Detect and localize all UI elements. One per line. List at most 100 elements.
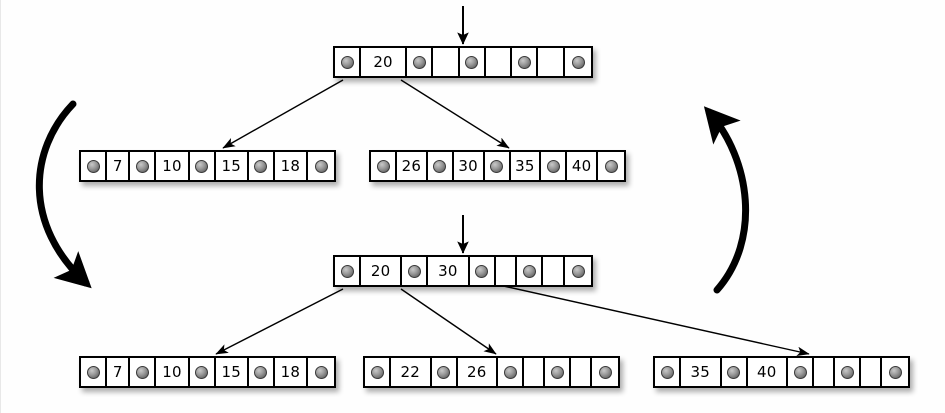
pointer-bullet-icon [254, 159, 268, 173]
pointer-bullet-icon [660, 365, 674, 379]
node-pointer-cell [655, 358, 681, 386]
node-key-cell: 30 [453, 152, 485, 180]
pointer-bullet-icon [314, 159, 328, 173]
pointer-bullet-icon [86, 365, 100, 379]
node-key-cell [485, 48, 513, 76]
node-pointer-cell [431, 358, 458, 386]
pointer-bullet-icon [254, 365, 268, 379]
node-pointer-cell [335, 257, 361, 285]
node-key-label: 15 [221, 362, 241, 381]
node-key-label: 30 [438, 261, 458, 280]
node-pointer-cell [545, 358, 571, 386]
node-key-cell: 26 [457, 358, 498, 386]
pointer-bullet-icon [407, 264, 421, 278]
pointer-bullet-icon [195, 365, 209, 379]
pointer-bullet-icon [517, 55, 531, 69]
node-key-cell: 40 [747, 358, 788, 386]
pointer-bullet-icon [376, 159, 390, 173]
pointer-bullet-icon [412, 55, 426, 69]
node-key-cell [524, 358, 545, 386]
node-key-label: 10 [162, 362, 182, 381]
pointer-bullet-icon [370, 365, 384, 379]
node-pointer-cell [498, 358, 524, 386]
node-pointer-cell [512, 48, 539, 76]
node-key-cell: 18 [274, 152, 308, 180]
node-key-cell [495, 257, 518, 285]
pointer-bullet-icon [598, 365, 612, 379]
pointer-bullet-icon [314, 365, 328, 379]
node-key-cell: 30 [428, 257, 470, 285]
node-key-cell: 15 [215, 358, 249, 386]
pointer-bullet-icon [490, 159, 503, 173]
node-key-cell [861, 358, 882, 386]
node-key-label: 18 [280, 362, 301, 381]
node-key-label: 18 [280, 156, 301, 175]
flow-arrow-left-down [35, 100, 92, 289]
node-key-label: 30 [458, 156, 478, 175]
node-pointer-cell [565, 257, 591, 285]
node-pointer-cell [459, 48, 486, 76]
link-after-root-to-left-leaf [215, 288, 344, 355]
pointer-bullet-icon [793, 365, 807, 379]
node-pointer-cell [371, 152, 397, 180]
pointer-bullet-icon [727, 365, 740, 379]
node-pointer-cell [308, 358, 334, 386]
node-key-label: 40 [571, 156, 592, 175]
node-pointer-cell [541, 152, 568, 180]
node-key-label: 35 [515, 156, 535, 175]
node-pointer-cell [882, 358, 908, 386]
leaf-before-right: 26 30 35 40 [369, 150, 626, 182]
node-key-cell [538, 48, 565, 76]
node-key-cell: 35 [510, 152, 542, 180]
node-pointer-cell [248, 152, 275, 180]
node-pointer-cell [308, 152, 334, 180]
pointer-bullet-icon [888, 365, 902, 379]
pointer-bullet-icon [135, 159, 149, 173]
pointer-bullet-icon [571, 55, 585, 69]
leaf-before-left: 7 10 15 18 [79, 150, 336, 182]
node-key-cell: 10 [156, 358, 190, 386]
node-key-label: 22 [400, 362, 420, 381]
node-pointer-cell [517, 257, 544, 285]
leaf-after-middle: 22 26 [363, 356, 620, 388]
node-pointer-cell [835, 358, 861, 386]
node-pointer-cell [189, 358, 216, 386]
node-pointer-cell [365, 358, 391, 386]
node-pointer-cell [402, 257, 429, 285]
node-key-label: 20 [373, 52, 393, 71]
node-key-label: 20 [370, 261, 391, 280]
pointer-bullet-icon [135, 365, 149, 379]
pointer-bullet-icon [340, 264, 354, 278]
pointer-bullet-icon [571, 264, 585, 278]
node-key-label: 26 [401, 156, 422, 175]
node-key-cell: 15 [215, 152, 249, 180]
leaf-after-right: 35 40 [653, 356, 910, 388]
node-pointer-cell [788, 358, 814, 386]
pointer-bullet-icon [546, 159, 560, 173]
node-key-cell: 10 [156, 152, 190, 180]
pointer-bullet-icon [550, 365, 564, 379]
node-key-cell: 18 [274, 358, 308, 386]
pointer-bullet-icon [340, 55, 354, 69]
node-pointer-cell [598, 152, 624, 180]
node-key-cell: 7 [107, 358, 131, 386]
node-key-label: 35 [690, 362, 710, 381]
pointer-bullet-icon [475, 264, 488, 278]
node-pointer-cell [248, 358, 275, 386]
link-after-root-to-middle-leaf [400, 288, 497, 355]
link-after-root-to-right-leaf [462, 276, 810, 357]
node-key-cell [571, 358, 592, 386]
node-key-cell: 26 [397, 152, 428, 180]
node-pointer-cell [130, 358, 157, 386]
node-key-cell: 7 [107, 152, 131, 180]
node-key-label: 15 [221, 156, 241, 175]
node-pointer-cell [130, 152, 157, 180]
pointer-bullet-icon [503, 365, 517, 379]
node-pointer-cell [335, 48, 361, 76]
pointer-bullet-icon [604, 159, 618, 173]
pointer-bullet-icon [433, 159, 447, 173]
node-pointer-cell [427, 152, 454, 180]
node-key-label: 7 [112, 362, 123, 381]
